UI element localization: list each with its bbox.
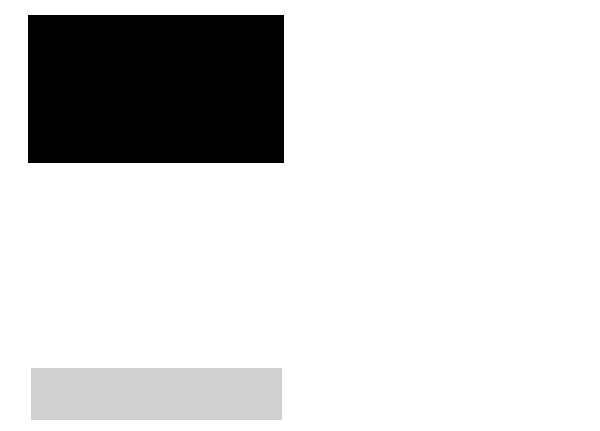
wall-block-16 bbox=[28, 15, 284, 161]
porch-area bbox=[31, 368, 282, 420]
